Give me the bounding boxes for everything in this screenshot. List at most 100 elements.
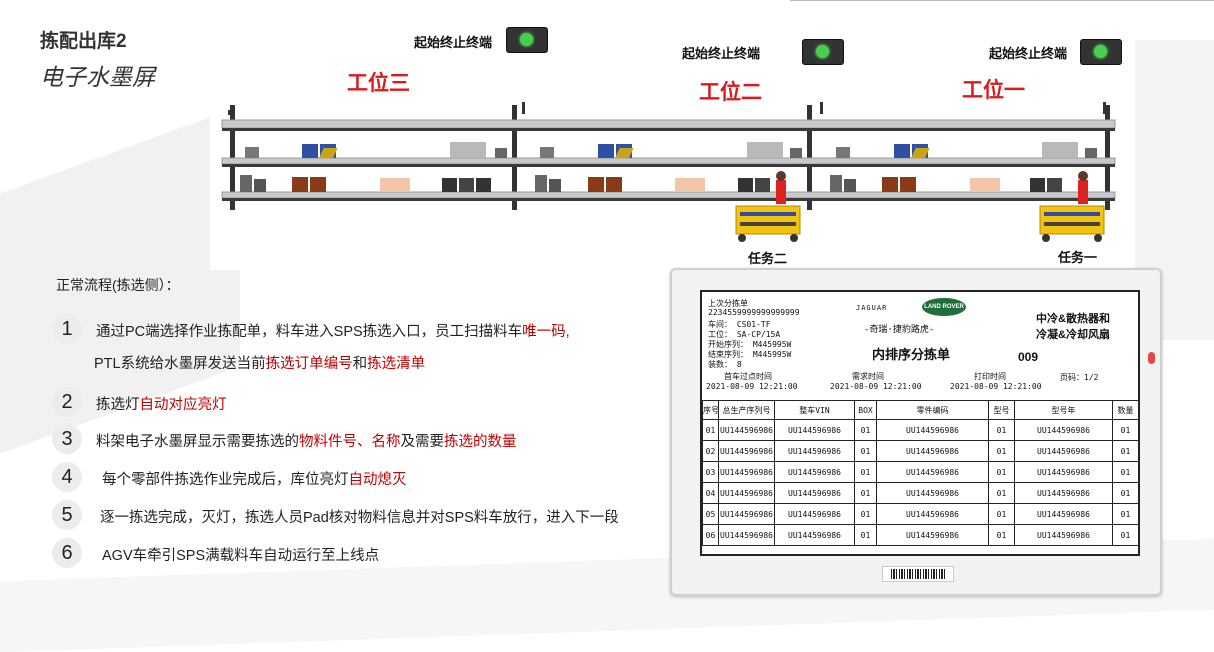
step-text: AGV车牵引SPS满载料车自动运行至上线点 [102, 548, 380, 564]
column-header: 零件编码 [876, 400, 989, 420]
table-cell: UU144596986 [1014, 419, 1113, 441]
station-label-1: 工位一 [962, 79, 1025, 102]
column-header: 总生产序列号 [718, 400, 775, 420]
step-text: 逐一拣选完成，灭灯，拣选人员Pad核对物料信息并对SPS料车放行，进入下一段 [100, 510, 619, 526]
step-highlight: 拣选的数量 [444, 434, 517, 450]
document-number: 009 [1018, 350, 1039, 364]
table-cell: UU144596986 [774, 503, 855, 525]
table-cell: 01 [1112, 482, 1138, 504]
table-cell: 05 [702, 503, 719, 525]
led-icon [816, 45, 829, 58]
table-cell: 01 [988, 524, 1015, 546]
table-cell: UU144596986 [1014, 482, 1113, 504]
table-cell: 01 [1112, 440, 1138, 462]
part-category-line-2: 冷凝&冷却风扇 [1036, 329, 1110, 341]
brand-cn: -奇瑞·捷豹路虎- [864, 325, 935, 335]
table-cell: 01 [854, 524, 877, 546]
barcode-icon [882, 566, 954, 582]
table-cell: UU144596986 [876, 461, 989, 483]
step-text-segment: 和 [352, 356, 368, 372]
meta-line: 装数： 8 [708, 360, 742, 369]
meta-line: 2234559999999999999 [708, 308, 800, 317]
step-highlight: 唯一码, [522, 324, 570, 340]
terminal-label-2: 起始终止终端 [682, 46, 761, 61]
meta-line: 开始序列： M445995W [708, 340, 792, 349]
page-title: 拣配出库2 [40, 31, 127, 52]
step-highlight: 名称 [371, 434, 401, 450]
station-label-3: 工位三 [347, 72, 410, 95]
warehouse-illustration [210, 10, 1135, 270]
time-label: 需求时间 [852, 372, 884, 381]
meta-line: 工位： SA-CP/15A [708, 330, 781, 339]
table-cell: UU144596986 [876, 524, 989, 546]
table-cell: UU144596986 [774, 419, 855, 441]
table-cell: UU144596986 [1014, 440, 1113, 462]
table-cell: 01 [1112, 419, 1138, 441]
land-rover-logo: LAND ROVER [922, 298, 966, 316]
time-value: 2021-08-09 12:21:00 [830, 382, 922, 391]
picking-cart-1 [1039, 171, 1105, 242]
terminal-device-3[interactable] [506, 27, 548, 53]
table-cell: UU144596986 [876, 503, 989, 525]
time-value: 2021-08-09 12:21:00 [950, 382, 1042, 391]
table-cell: 01 [988, 461, 1015, 483]
step-highlight: 拣选清单 [367, 356, 426, 372]
table-cell: UU144596986 [1014, 503, 1113, 525]
table-cell: UU144596986 [774, 440, 855, 462]
table-cell: 01 [854, 503, 877, 525]
step-text-segment: PTL系统给水墨屏发送当前 [94, 356, 266, 372]
table-cell: 06 [702, 524, 719, 546]
page-subtitle: 电子水墨屏 [40, 64, 155, 90]
step-text-segment: 料架电子水墨屏显示需要拣选的 [96, 434, 299, 450]
picking-cart-2 [735, 171, 801, 242]
led-icon [520, 33, 533, 46]
column-header: 序号 [702, 400, 719, 420]
table-cell: 01 [702, 419, 719, 441]
step-text: 通过PC端选择作业拣配单，料车进入SPS拣选入口，员工扫描料车唯一码, [96, 320, 570, 341]
terminal-device-1[interactable] [1080, 39, 1122, 65]
step-highlight: 自动熄灭 [348, 472, 407, 488]
step-number: 5 [52, 500, 82, 530]
time-label: 首车过点时间 [724, 372, 772, 381]
table-header-row: 序号 总生产序列号 整车VIN BOX 零件编码 型号 型号年 数量 [702, 400, 1138, 420]
table-cell: UU144596986 [876, 482, 989, 504]
part-category-line-1: 中冷&散热器和 [1036, 313, 1110, 325]
step-text: 拣选灯自动对应亮灯 [96, 393, 227, 414]
table-cell: UU144596986 [1014, 461, 1113, 483]
table-cell: UU144596986 [876, 419, 989, 441]
table-cell: UU144596986 [774, 482, 855, 504]
table-cell: 04 [702, 482, 719, 504]
column-header: 数量 [1112, 400, 1138, 420]
table-cell: UU144596986 [1014, 524, 1113, 546]
meta-line: 上次分拣单 [708, 299, 748, 308]
step-text-segment: 及需要 [400, 434, 445, 450]
table-cell: UU144596986 [718, 524, 775, 546]
step-highlight: 自动对应亮灯 [139, 397, 227, 413]
table-cell: 01 [988, 482, 1015, 504]
page-indicator: 页码：1/2 [1060, 373, 1099, 382]
step-number: 1 [52, 314, 82, 344]
table-cell: UU144596986 [876, 440, 989, 462]
table-cell: UU144596986 [718, 482, 775, 504]
step-highlight: 物料件号 [299, 434, 357, 450]
shelf-rack-illustration [221, 102, 1116, 242]
table-cell: 01 [854, 482, 877, 504]
led-icon [1094, 45, 1107, 58]
table-cell: 01 [854, 440, 877, 462]
meta-line: 车间： CS01-TF [708, 320, 771, 329]
time-value: 2021-08-09 12:21:00 [706, 382, 798, 391]
task-label-1: 任务一 [1058, 250, 1098, 265]
terminal-device-2[interactable] [802, 39, 844, 65]
terminal-label-3: 起始终止终端 [414, 35, 493, 50]
step-number: 6 [52, 538, 82, 568]
table-cell: UU144596986 [718, 419, 775, 441]
document-title: 内排序分拣单 [872, 347, 951, 362]
step-number: 3 [52, 424, 82, 454]
